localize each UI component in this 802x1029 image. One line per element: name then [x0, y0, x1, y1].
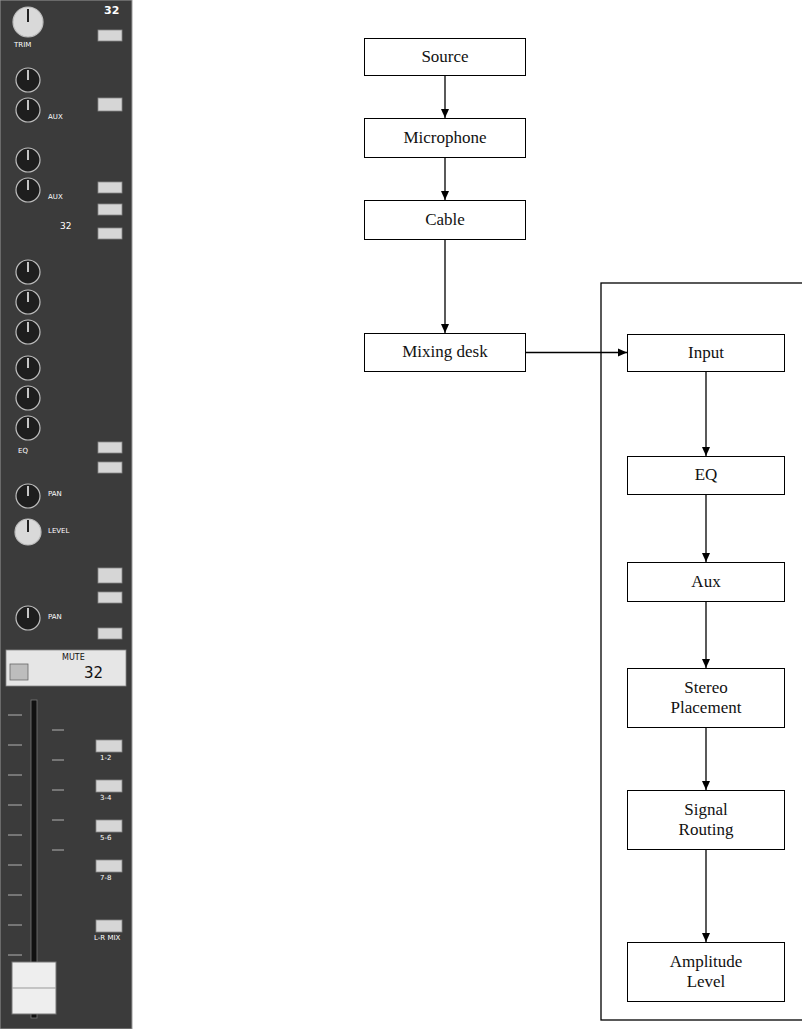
process-box: Stereo Placement [627, 668, 785, 728]
flow-arrow [444, 240, 445, 333]
buttons [98, 30, 122, 639]
strip-label: EQ [18, 448, 28, 455]
box-text: Mixing desk [402, 342, 487, 362]
box-text: EQ [695, 465, 718, 485]
strip-label: MUTE [62, 654, 85, 662]
flow-arrow [705, 602, 706, 668]
process-box: Aux [627, 562, 785, 602]
fader-cap-line [12, 988, 56, 989]
strip-label: PAN [48, 614, 62, 621]
box-text: Microphone [403, 128, 486, 148]
process-box: Signal Routing [627, 790, 785, 850]
box-text: Signal Routing [666, 800, 746, 841]
process-box: Input [627, 334, 785, 372]
strip-label: 32 [60, 222, 71, 231]
box-text: Cable [425, 210, 465, 230]
flow-arrow [705, 372, 706, 456]
flow-arrow [444, 76, 445, 118]
strip-label: 3-4 [100, 795, 111, 802]
strip-label: 32 [84, 666, 103, 681]
flow-arrow [705, 495, 706, 562]
strip-label: 5-6 [100, 835, 111, 842]
strip-label: AUX [48, 114, 63, 121]
process-box: Amplitude Level [627, 942, 785, 1002]
process-box: Source [364, 38, 526, 76]
strip-label: TRIM [14, 42, 31, 49]
desk-panel-frame [601, 283, 802, 1020]
box-text: Stereo Placement [666, 678, 746, 719]
strip-label: 32 [104, 5, 119, 16]
strip-label: L-R MIX [94, 935, 120, 942]
mute-panel [6, 650, 126, 686]
strip-label: AUX [48, 194, 63, 201]
flow-arrow [705, 850, 706, 942]
flow-arrow [444, 158, 445, 200]
process-box: EQ [627, 456, 785, 495]
strip-label: 7-8 [100, 875, 111, 882]
fader-cap [12, 962, 56, 1014]
knobs [13, 7, 43, 630]
strip-label: PAN [48, 491, 62, 498]
box-text: Source [421, 47, 468, 67]
process-box: Microphone [364, 118, 526, 158]
flow-arrow [526, 352, 627, 353]
box-text: Input [688, 343, 724, 363]
routing-buttons [96, 740, 122, 932]
box-text: Aux [691, 572, 720, 592]
mute-button [10, 664, 28, 680]
strip-label: LEVEL [48, 528, 69, 535]
process-box: Cable [364, 200, 526, 240]
box-text: Amplitude Level [658, 952, 754, 993]
strip-panel [0, 0, 132, 1029]
flow-arrow [705, 728, 706, 790]
knob-pointers [27, 70, 29, 618]
strip-label: 1-2 [100, 755, 111, 762]
process-box: Mixing desk [364, 333, 526, 372]
